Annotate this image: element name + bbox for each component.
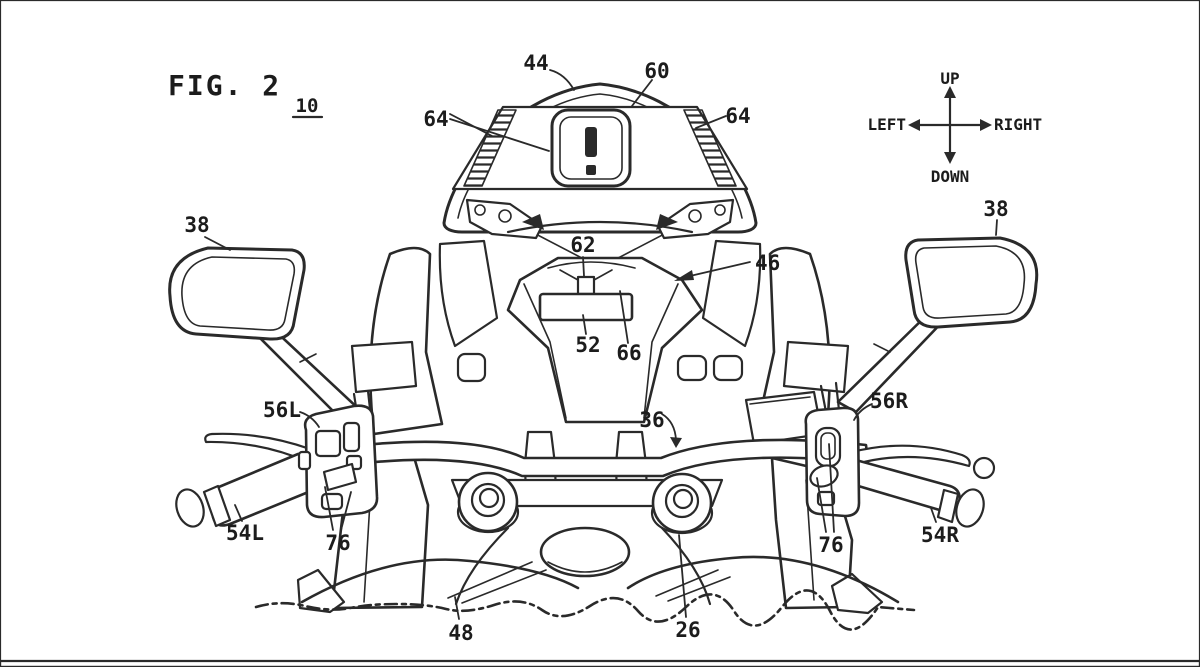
ref-label-54L-left-grip: 54L [226, 521, 264, 545]
ref-label-64-left-strip: 64 [423, 107, 448, 131]
left-switch-housing [297, 404, 379, 519]
ref-label-56L-left-switch: 56L [263, 398, 301, 422]
ref-label-54R-right-grip: 54R [921, 523, 959, 547]
ref-label-76-left-buttons: 76 [325, 531, 350, 555]
left-switch-button-2 [342, 421, 361, 453]
right-grip [828, 455, 985, 528]
compass-up-label: UP [940, 69, 959, 88]
ref-label-64-right-strip: 64 [725, 104, 750, 128]
right-switch-button-3 [816, 490, 836, 507]
ref-label-66-meter-panel: 66 [616, 341, 641, 365]
right-bar-end-weight [955, 488, 985, 528]
ref-label-26-fork-cap: 26 [675, 618, 700, 642]
steering-head [454, 526, 712, 606]
right-fork-cap [650, 472, 714, 535]
overall-reference: 10 [291, 95, 324, 119]
ref-label-46-meter-cowl: 46 [755, 251, 780, 275]
leader-lines [204, 69, 998, 620]
ref-label-62-sensor: 62 [570, 233, 595, 257]
sensor-unit [576, 275, 596, 296]
left-grip [175, 451, 320, 528]
left-hatched-strip [463, 109, 517, 187]
ref-label-52-display: 52 [575, 333, 600, 357]
fuel-tank [300, 555, 900, 604]
compass-right-label: RIGHT [994, 115, 1042, 134]
meter-cowl [506, 256, 704, 424]
ref-label-48-fuel-tank: 48 [448, 621, 473, 645]
left-fairing-vent [456, 352, 487, 383]
direction-compass: UP DOWN LEFT RIGHT [867, 69, 1042, 186]
figure-title: FIG. 2 [168, 69, 281, 102]
right-mirror [904, 236, 1039, 329]
right-mirror-base [782, 340, 850, 394]
right-fairing-vent-2 [712, 354, 744, 382]
left-fork-cap [456, 471, 520, 534]
break-line [254, 589, 916, 631]
windscreen-mount-brackets [465, 198, 735, 240]
left-mirror-base [350, 340, 418, 394]
right-fairing-vent-1 [676, 354, 708, 382]
ref-label-44-windscreen: 44 [523, 51, 548, 75]
ref-label-60-screen-panel: 60 [644, 59, 669, 83]
compass-down-label: DOWN [931, 167, 970, 186]
warning-exclamation-icon [550, 108, 632, 188]
left-bar-end-weight [175, 488, 205, 528]
ref-label-56R-right-switch: 56R [870, 389, 908, 413]
left-mirror [168, 246, 306, 341]
left-switch-button-4 [322, 462, 358, 492]
left-switch-side-tab [297, 450, 312, 471]
ref-label-76-right-buttons: 76 [818, 533, 843, 557]
right-hatched-strip [683, 109, 737, 187]
brake-lever-ball-end [972, 456, 996, 480]
left-switch-button-1 [314, 429, 342, 458]
compass-left-label: LEFT [867, 115, 906, 134]
left-fairing-wing [369, 239, 499, 436]
figure-reference-number: 10 [296, 95, 319, 117]
steering-stem-cap [539, 526, 631, 578]
footer-bar [0, 659, 1200, 667]
ref-label-38-right-mirror: 38 [983, 197, 1008, 221]
left-switch-button-5 [320, 492, 344, 511]
ref-label-38-left-mirror: 38 [184, 213, 209, 237]
ref-label-36-handlebar: 36 [639, 408, 664, 432]
display-screen [538, 292, 634, 322]
